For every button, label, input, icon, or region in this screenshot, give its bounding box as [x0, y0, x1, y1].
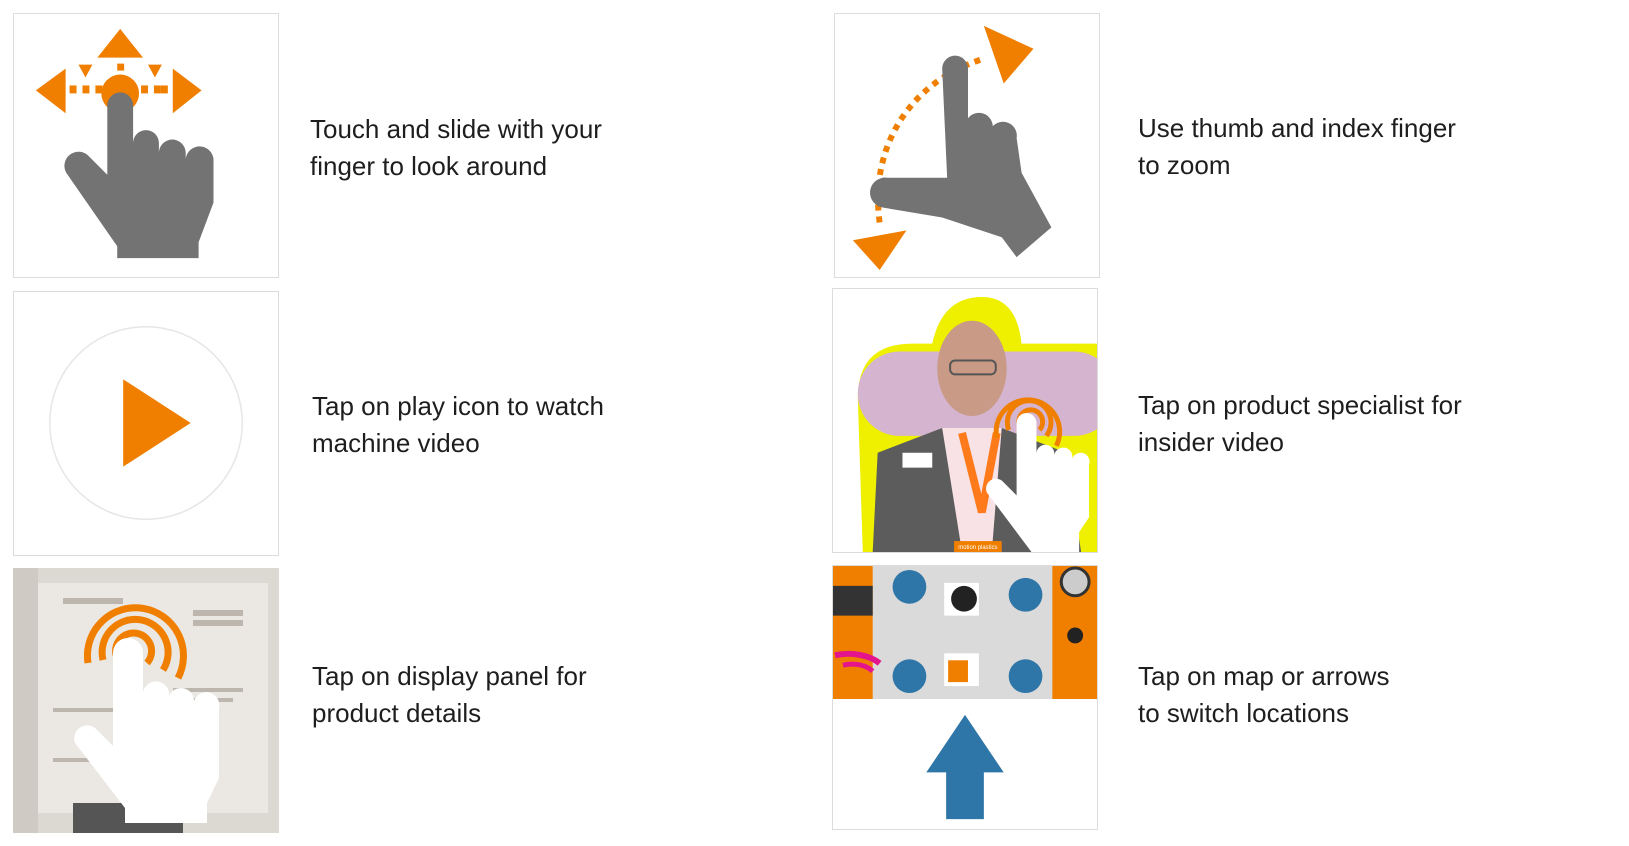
instruction-caption-swipe: Touch and slide with your finger to look… — [310, 111, 690, 185]
caption-line: to zoom — [1138, 150, 1231, 180]
instruction-caption-map: Tap on map or arrows to switch locations — [1138, 658, 1518, 732]
product-specialist-tap-icon: motion plastics — [857, 296, 1097, 552]
instruction-caption-zoom: Use thumb and index finger to zoom — [1138, 110, 1518, 184]
play-video-tile — [13, 291, 279, 556]
instruction-caption-panel: Tap on display panel for product details — [312, 658, 692, 732]
caption-line: Touch and slide with your — [310, 114, 602, 144]
display-panel-tap-icon — [13, 568, 279, 833]
pinch-zoom-gesture-tile — [834, 13, 1100, 278]
caption-line: product details — [312, 698, 482, 728]
play-button-illustration — [48, 325, 244, 521]
instruction-caption-play: Tap on play icon to watch machine video — [312, 388, 692, 462]
caption-line: machine video — [312, 428, 480, 458]
location-dot[interactable] — [892, 569, 1043, 694]
play-icon — [123, 379, 191, 467]
lanyard-badge-text: motion plastics — [958, 545, 997, 551]
map-arrow-icon — [833, 566, 1097, 820]
caption-line: insider video — [1138, 427, 1284, 457]
caption-line: Tap on product specialist for — [1138, 390, 1462, 420]
product-specialist-tile: motion plastics — [832, 288, 1098, 553]
map-tile — [832, 565, 1098, 830]
up-arrow[interactable] — [926, 714, 1004, 820]
caption-line: finger to look around — [310, 151, 548, 181]
caption-line: to switch locations — [1138, 698, 1349, 728]
caption-line: Use thumb and index finger — [1138, 113, 1456, 143]
pinch-zoom-gesture-icon — [852, 25, 1052, 271]
lanyard-badge — [954, 541, 1002, 552]
display-panel-tile — [13, 568, 279, 833]
caption-line: Tap on map or arrows — [1138, 661, 1390, 691]
caption-line: Tap on display panel for — [312, 661, 587, 691]
caption-line: Tap on play icon to watch — [312, 391, 604, 421]
instruction-caption-specialist: Tap on product specialist for insider vi… — [1138, 387, 1558, 461]
swipe-gesture-tile — [13, 13, 279, 278]
swipe-gesture-icon — [35, 28, 214, 259]
